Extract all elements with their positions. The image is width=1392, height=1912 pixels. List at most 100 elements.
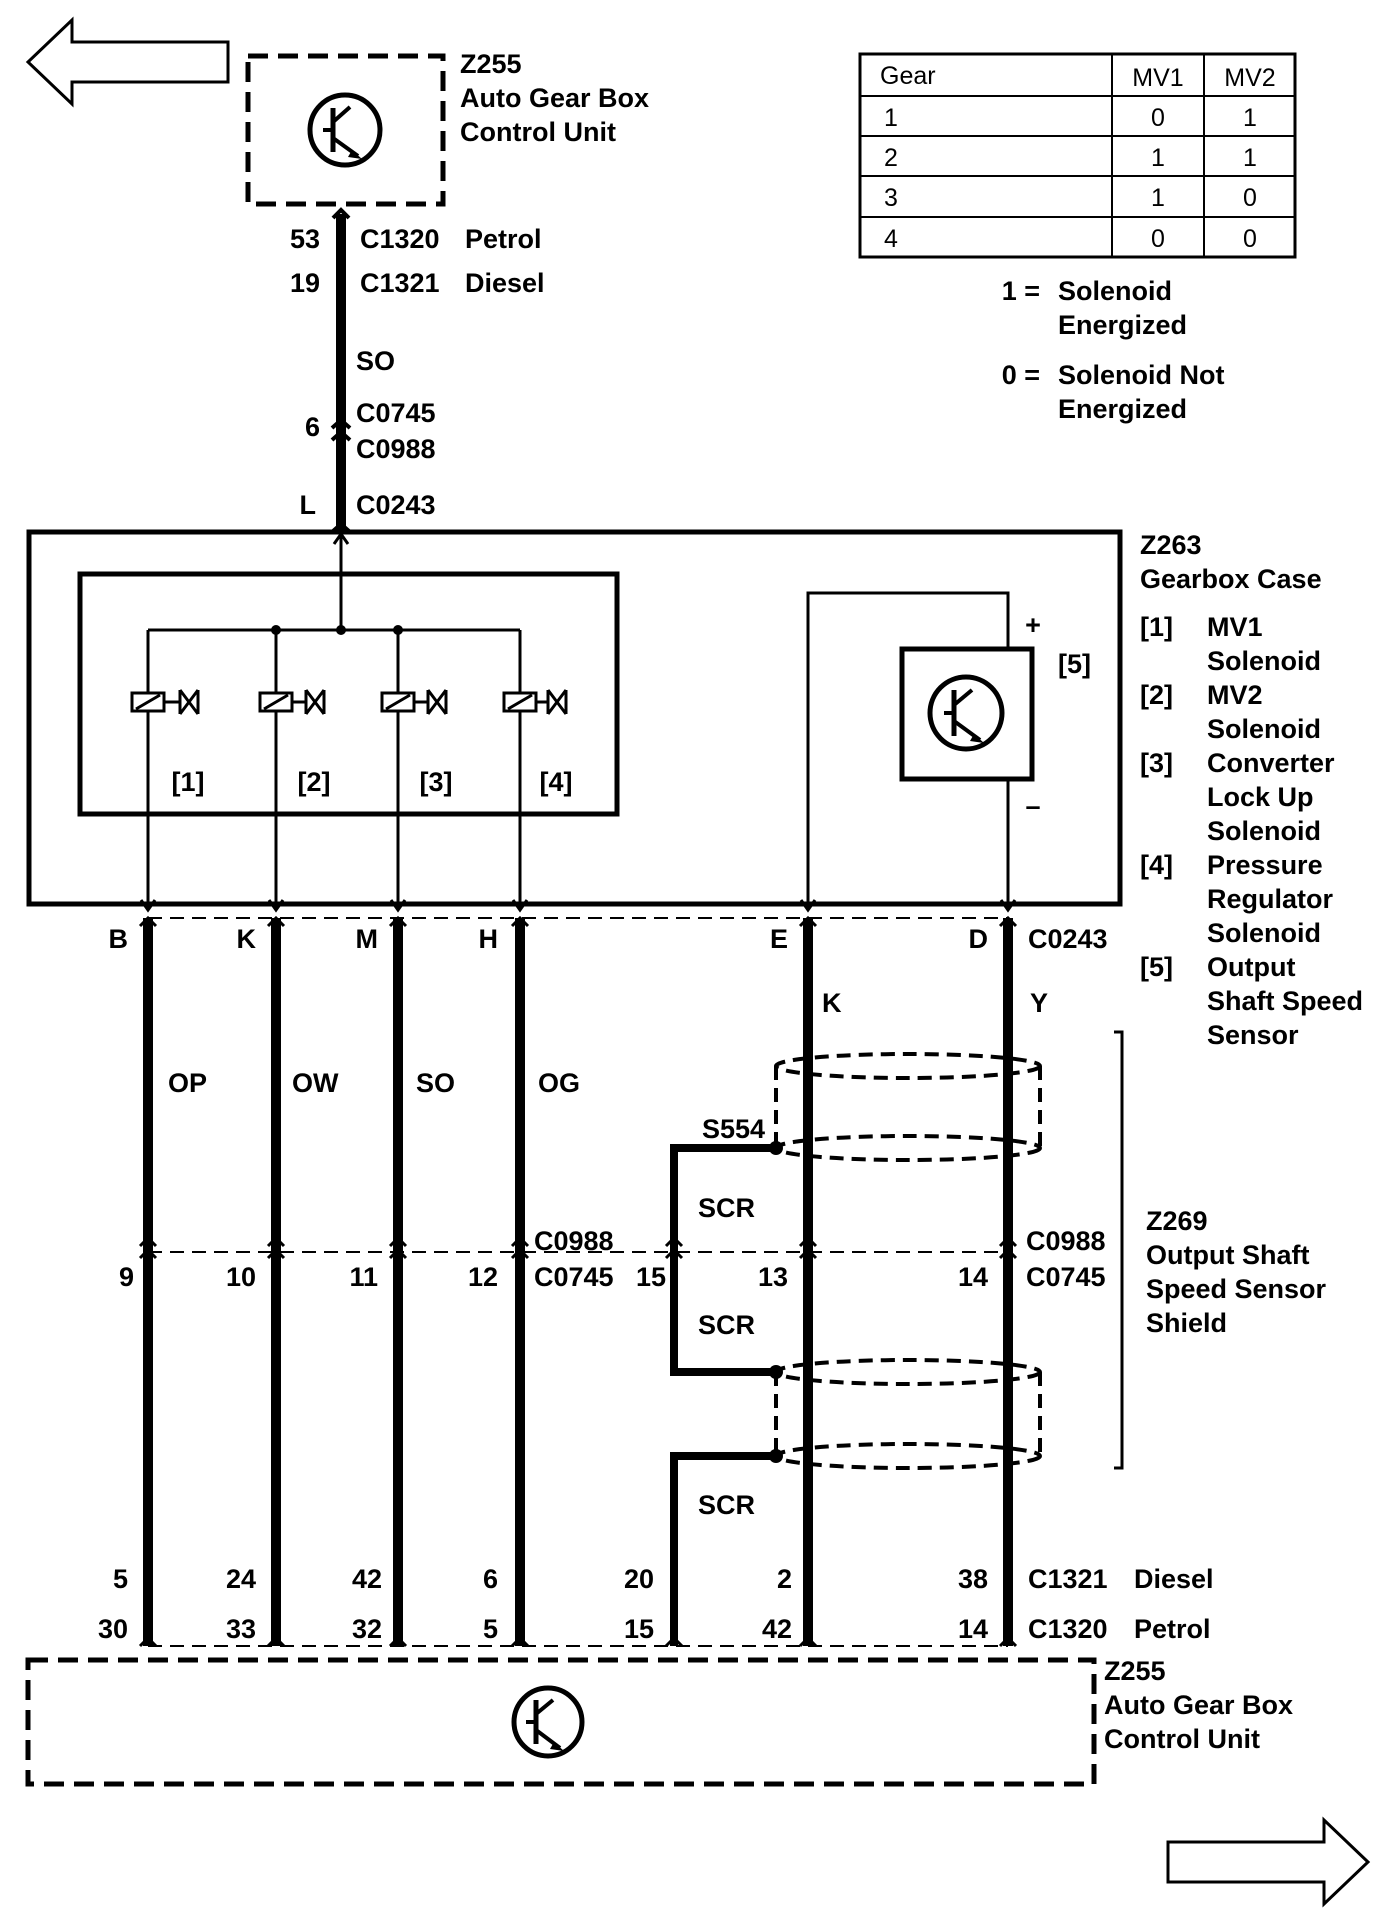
legend-text: Lock Up xyxy=(1207,782,1314,812)
legend-text: Solenoid xyxy=(1207,646,1321,676)
shield-line3: Shield xyxy=(1146,1308,1227,1338)
inline-connector-b: C0745 xyxy=(1026,1262,1106,1292)
solenoid-ref-2: [2] xyxy=(298,767,331,797)
solenoid-ref-1: [1] xyxy=(172,767,205,797)
bottom-unit-line2: Control Unit xyxy=(1104,1724,1260,1754)
petrol-pin: 33 xyxy=(226,1614,256,1644)
shield-line2: Speed Sensor xyxy=(1146,1274,1327,1304)
table-cell: 3 xyxy=(884,184,898,212)
top-inline-connector-a: C0745 xyxy=(356,398,436,428)
case-connector-label: C0243 xyxy=(1028,924,1108,954)
inline-pin: 13 xyxy=(758,1262,788,1292)
diesel-pin: 20 xyxy=(624,1564,654,1594)
solenoid-ref-4: [4] xyxy=(540,767,573,797)
legend-ref: [3] xyxy=(1140,748,1173,778)
legend-text: Output xyxy=(1207,952,1295,982)
sensor-ref: [5] xyxy=(1058,649,1091,679)
petrol-pin: 14 xyxy=(958,1614,988,1644)
legend-text: Solenoid xyxy=(1207,714,1321,744)
diesel-pin: 38 xyxy=(958,1564,988,1594)
gearbox-case-box[interactable] xyxy=(26,529,1123,907)
inline-pin: 14 xyxy=(958,1262,988,1292)
legend-ref: [5] xyxy=(1140,952,1173,982)
top-wire-color: SO xyxy=(356,346,395,376)
petrol-pin: 5 xyxy=(483,1614,498,1644)
previous-page-arrow-icon[interactable] xyxy=(25,16,230,108)
table-cell: 0 xyxy=(1151,225,1165,253)
inline-pin: 12 xyxy=(468,1262,498,1292)
legend-ref: [4] xyxy=(1140,850,1173,880)
table-cell: 1 xyxy=(884,104,898,132)
legend-text: Regulator xyxy=(1207,884,1334,914)
inline-connector-a: C0988 xyxy=(1026,1226,1106,1256)
case-pin-h: H xyxy=(479,924,499,954)
top-unit-line2: Control Unit xyxy=(460,117,616,147)
wire-color-so: SO xyxy=(416,1068,455,1098)
table-cell: 2 xyxy=(884,144,898,172)
screen-wire-upper[interactable] xyxy=(670,1144,776,1376)
table-cell: 0 xyxy=(1151,104,1165,132)
diesel-pin: 6 xyxy=(483,1564,498,1594)
component-legend: [1] MV1 Solenoid [2] MV2 Solenoid [3] Co… xyxy=(1140,612,1363,1050)
wire-color-y: Y xyxy=(1030,988,1048,1018)
gearbox-case-code: Z263 xyxy=(1140,530,1202,560)
diesel-pin: 24 xyxy=(226,1564,256,1594)
top-connector-mark xyxy=(331,207,351,220)
diesel-pin: 5 xyxy=(113,1564,128,1594)
solenoid-valve-icon xyxy=(502,689,568,715)
legend-ref: [1] xyxy=(1140,612,1173,642)
bottom-petrol-label: Petrol xyxy=(1134,1614,1211,1644)
sensor-minus: – xyxy=(1025,791,1040,821)
cable-shield-upper xyxy=(774,1052,1042,1162)
legend-1-line2: Energized xyxy=(1058,310,1187,340)
inline-pin: 11 xyxy=(349,1262,378,1292)
legend-key-1: 1 = xyxy=(1002,276,1040,306)
shield-line1: Output Shaft xyxy=(1146,1240,1309,1270)
bottom-unit-code: Z255 xyxy=(1104,1656,1166,1686)
table-header-mv2: MV2 xyxy=(1224,64,1275,92)
legend-0-line1: Solenoid Not xyxy=(1058,360,1224,390)
top-unit-line1: Auto Gear Box xyxy=(460,83,649,113)
connector-pin-marks xyxy=(138,915,1018,1648)
legend-text: Converter xyxy=(1207,748,1335,778)
bottom-petrol-connector: C1320 xyxy=(1028,1614,1108,1644)
bottom-diesel-connector: C1321 xyxy=(1028,1564,1108,1594)
case-pin-k: K xyxy=(237,924,257,954)
top-case-pin: L xyxy=(300,490,317,520)
inline-connector-b: C0745 xyxy=(534,1262,614,1292)
bottom-diesel-label: Diesel xyxy=(1134,1564,1214,1594)
top-diesel-label: Diesel xyxy=(465,268,545,298)
legend-text: Solenoid xyxy=(1207,816,1321,846)
inline-pin: 10 xyxy=(226,1262,256,1292)
solenoid-block[interactable] xyxy=(77,571,620,817)
shield-bracket xyxy=(1114,1030,1124,1470)
petrol-pin: 32 xyxy=(352,1614,382,1644)
table-header-mv1: MV1 xyxy=(1132,64,1183,92)
bottom-control-unit[interactable] xyxy=(25,1657,1097,1787)
diesel-pin: 42 xyxy=(352,1564,382,1594)
cable-shield-lower xyxy=(774,1358,1042,1470)
gearbox-case-title: Gearbox Case xyxy=(1140,564,1322,594)
case-connector-mark-top xyxy=(330,521,352,534)
transistor-icon xyxy=(511,1685,585,1759)
petrol-pin: 42 xyxy=(762,1614,792,1644)
solenoid-valve-icon xyxy=(380,689,448,715)
top-inline-pin: 6 xyxy=(305,412,320,442)
legend-key-0: 0 = xyxy=(1002,360,1040,390)
legend-text: Pressure xyxy=(1207,850,1323,880)
legend-text: Solenoid xyxy=(1207,918,1321,948)
case-pin-b: B xyxy=(109,924,129,954)
top-control-unit[interactable] xyxy=(245,53,446,207)
solenoid-valve-icon xyxy=(130,689,200,715)
wire-color-op: OP xyxy=(168,1068,207,1098)
next-page-arrow-icon[interactable] xyxy=(1166,1816,1371,1908)
petrol-pin: 15 xyxy=(624,1614,654,1644)
case-pin-m: M xyxy=(356,924,379,954)
screen-wire-lower[interactable] xyxy=(670,1452,776,1646)
output-shaft-speed-sensor[interactable] xyxy=(899,646,1035,782)
screen-label: SCR xyxy=(698,1193,755,1223)
table-cell: 1 xyxy=(1151,184,1165,212)
case-pin-d: D xyxy=(969,924,989,954)
top-petrol-label: Petrol xyxy=(465,224,542,254)
